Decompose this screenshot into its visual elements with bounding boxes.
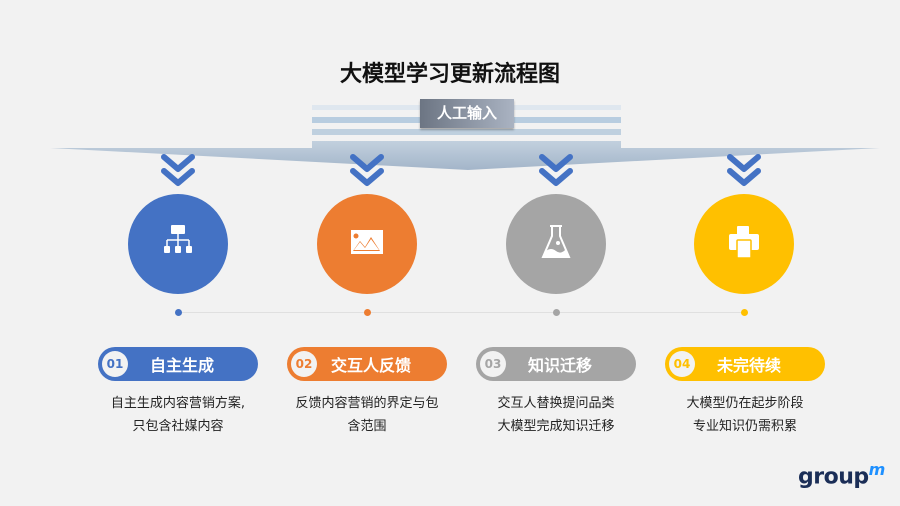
desc-line: 大模型仍在起步阶段 (686, 396, 804, 411)
step-description: 大模型仍在起步阶段专业知识仍需积累 (650, 392, 840, 438)
step-number: 01 (102, 351, 128, 377)
step-circle (128, 194, 228, 294)
step-pill: 03 知识迁移 (476, 347, 636, 381)
timeline-dot (175, 309, 182, 316)
input-label: 人工输入 (420, 99, 514, 128)
step-label: 自主生成 (149, 356, 214, 375)
banner-arrow (50, 141, 880, 170)
step-pill: 04 未完待续 (665, 347, 825, 381)
banner-stripe (312, 129, 621, 135)
groupm-logo: groupm (798, 460, 885, 489)
sitemap-icon (163, 225, 193, 263)
logo-sup: m (868, 460, 886, 479)
printer-icon (727, 225, 761, 263)
step-label: 未完待续 (716, 356, 781, 375)
double-chevron-down-icon (727, 154, 761, 190)
desc-line: 自主生成内容营销方案, (110, 396, 246, 411)
step-description: 反馈内容营销的界定与包含范围 (272, 392, 462, 438)
desc-line: 交互人替换提问品类 (497, 396, 615, 411)
desc-line: 大模型完成知识迁移 (497, 419, 615, 434)
timeline-dot (553, 309, 560, 316)
flask-icon (541, 225, 571, 263)
step-description: 自主生成内容营销方案, 只包含社媒内容 (83, 392, 273, 438)
page-title: 大模型学习更新流程图 (339, 62, 560, 87)
step-number: 02 (291, 351, 317, 377)
double-chevron-down-icon (161, 154, 195, 190)
desc-line: 专业知识仍需积累 (692, 419, 797, 434)
logo-text: group (798, 464, 869, 490)
double-chevron-down-icon (539, 154, 573, 190)
desc-line: 含范围 (347, 419, 387, 434)
step-number: 03 (480, 351, 506, 377)
step-label: 交互人反馈 (330, 356, 411, 375)
step-circle (317, 194, 417, 294)
step-circle (506, 194, 606, 294)
timeline-dot (364, 309, 371, 316)
step-pill: 02 交互人反馈 (287, 347, 447, 381)
double-chevron-down-icon (350, 154, 384, 190)
step-number: 04 (669, 351, 695, 377)
image-icon (350, 229, 384, 259)
desc-line: 只包含社媒内容 (132, 419, 224, 434)
step-circle (694, 194, 794, 294)
step-pill: 01 自主生成 (98, 347, 258, 381)
timeline-dot (741, 309, 748, 316)
step-description: 交互人替换提问品类大模型完成知识迁移 (461, 392, 651, 438)
desc-line: 反馈内容营销的界定与包 (295, 396, 439, 411)
step-label: 知识迁移 (527, 356, 592, 375)
timeline-line (178, 312, 744, 313)
